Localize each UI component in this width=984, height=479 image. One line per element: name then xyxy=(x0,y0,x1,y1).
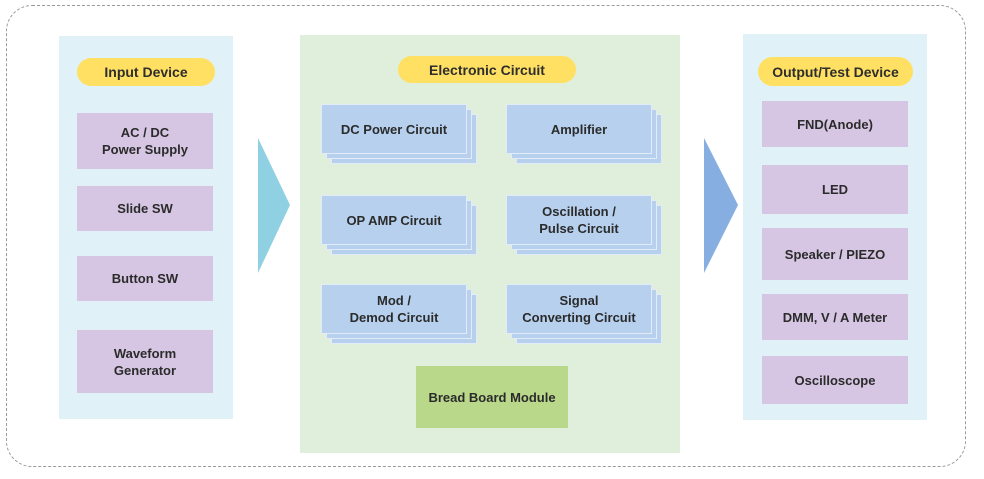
circuit-item-amplifier: Amplifier xyxy=(506,104,662,164)
circuit-item-label: DC Power Circuit xyxy=(340,121,448,137)
input-item-label: Waveform Generator xyxy=(113,345,177,378)
output-item-oscilloscope: Oscilloscope xyxy=(762,356,908,404)
output-test-device-title: Output/Test Device xyxy=(758,57,913,86)
output-item-led: LED xyxy=(762,165,908,214)
bread-board-module-label: Bread Board Module xyxy=(428,389,556,405)
arrow-right-icon xyxy=(704,138,738,273)
output-test-device-panel xyxy=(743,34,927,420)
circuit-item-dc-power: DC Power Circuit xyxy=(321,104,477,164)
input-item-power-supply: AC / DC Power Supply xyxy=(77,113,213,169)
output-item-label: Oscilloscope xyxy=(794,372,876,388)
bread-board-module: Bread Board Module xyxy=(416,366,568,428)
input-item-label: AC / DC Power Supply xyxy=(102,125,188,157)
circuit-item-label: Amplifier xyxy=(550,121,608,137)
output-item-fnd: FND(Anode) xyxy=(762,101,908,147)
electronic-circuit-title: Electronic Circuit xyxy=(398,56,576,83)
output-item-label: DMM, V / A Meter xyxy=(782,309,888,325)
output-item-label: Speaker / PIEZO xyxy=(784,246,886,262)
input-item-button-sw: Button SW xyxy=(77,256,213,301)
arrow-right-icon xyxy=(258,138,290,273)
output-item-dmm-meter: DMM, V / A Meter xyxy=(762,294,908,340)
circuit-item-op-amp: OP AMP Circuit xyxy=(321,195,477,255)
circuit-item-oscillation-pulse: Oscillation / Pulse Circuit xyxy=(506,195,662,255)
circuit-item-label: Signal Converting Circuit xyxy=(522,293,636,325)
input-item-waveform-generator: Waveform Generator xyxy=(77,330,213,393)
circuit-item-signal-converting: Signal Converting Circuit xyxy=(506,284,662,344)
input-item-label: Button SW xyxy=(111,271,179,286)
input-item-slide-sw: Slide SW xyxy=(77,186,213,231)
circuit-item-label: Mod / Demod Circuit xyxy=(349,293,439,325)
output-item-label: LED xyxy=(822,182,848,197)
output-item-speaker-piezo: Speaker / PIEZO xyxy=(762,228,908,280)
input-device-title: Input Device xyxy=(77,58,215,86)
circuit-item-mod-demod: Mod / Demod Circuit xyxy=(321,284,477,344)
circuit-item-label: OP AMP Circuit xyxy=(346,212,442,228)
output-item-label: FND(Anode) xyxy=(797,116,873,132)
dashed-frame xyxy=(6,5,966,467)
circuit-item-label: Oscillation / Pulse Circuit xyxy=(539,204,619,236)
input-item-label: Slide SW xyxy=(117,201,173,216)
